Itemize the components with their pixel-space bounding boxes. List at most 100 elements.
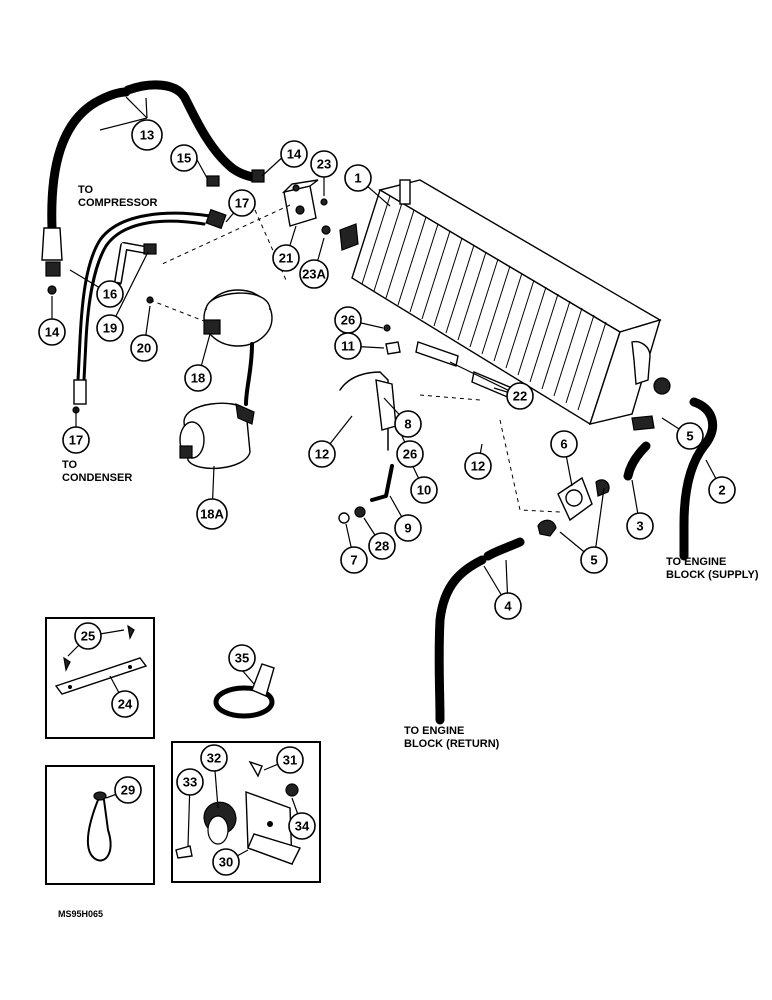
svg-text:33: 33	[183, 775, 197, 790]
to-compressor-label-2: COMPRESSOR	[78, 197, 158, 209]
callout-23a: 23A	[299, 259, 329, 289]
condenser-fitting	[73, 379, 87, 405]
callout-19: 19	[96, 314, 124, 342]
core-outlet-clamp	[653, 377, 671, 395]
svg-text:1: 1	[354, 171, 361, 186]
svg-text:16: 16	[103, 287, 117, 302]
callout-14a: 14	[280, 140, 308, 168]
oring-23a-shape	[321, 225, 331, 235]
svg-text:26: 26	[341, 313, 355, 328]
svg-text:26: 26	[403, 447, 417, 462]
core-bracket	[399, 179, 411, 205]
hose-4b	[434, 555, 487, 725]
oring-23-shape	[320, 198, 328, 206]
assembly-line-4	[499, 419, 561, 513]
callout-26a: 26	[334, 306, 362, 334]
callout-18: 18	[184, 364, 212, 392]
callout-23: 23	[310, 150, 338, 178]
svg-text:31: 31	[283, 753, 297, 768]
callout-2: 2	[708, 476, 736, 504]
assembly-line-3	[149, 299, 215, 326]
callout-26b: 26	[396, 440, 424, 468]
svg-text:3: 3	[636, 519, 643, 534]
clamp-5a-shape	[537, 519, 557, 537]
svg-text:32: 32	[207, 751, 221, 766]
clip-11-shape	[385, 341, 401, 355]
svg-text:29: 29	[121, 783, 135, 798]
svg-text:6: 6	[560, 437, 567, 452]
svg-text:18: 18	[191, 371, 205, 386]
svg-text:5: 5	[686, 429, 693, 444]
receiver-drier-18a	[179, 402, 255, 470]
callout-31: 31	[276, 746, 304, 774]
callout-16: 16	[96, 280, 124, 308]
svg-text:12: 12	[315, 447, 329, 462]
nut-7-shape	[338, 512, 350, 524]
fitting-19-nut	[143, 243, 157, 255]
callout-32: 32	[200, 744, 228, 772]
svg-text:4: 4	[504, 599, 512, 614]
callout-4: 4	[494, 592, 522, 620]
callout-14b: 14	[38, 318, 66, 346]
core-outlet-tube	[631, 340, 651, 385]
callout-35: 35	[228, 644, 256, 672]
svg-text:30: 30	[219, 855, 233, 870]
callout-6: 6	[550, 430, 578, 458]
hose-4a	[483, 537, 525, 561]
strip-22a	[415, 341, 459, 367]
callout-25: 25	[74, 622, 102, 650]
hose-16	[73, 208, 227, 405]
heater-core-1	[339, 179, 671, 426]
svg-text:14: 14	[287, 147, 302, 162]
oring-14-shape	[47, 285, 57, 295]
callout-21: 21	[272, 244, 300, 272]
callout-13: 13	[131, 119, 163, 151]
svg-text:25: 25	[81, 629, 95, 644]
svg-text:34: 34	[295, 819, 310, 834]
svg-text:2: 2	[718, 483, 725, 498]
water-valve-6	[557, 476, 610, 522]
heater-core-fins	[361, 195, 607, 411]
hose-clamp-35	[213, 663, 275, 719]
svg-text:17: 17	[235, 196, 249, 211]
receiver-drier-18	[203, 289, 273, 406]
clamp-5b-shape	[631, 415, 655, 431]
callout-29: 29	[114, 776, 142, 804]
svg-text:13: 13	[140, 128, 154, 143]
engine-supply-label-2: BLOCK (SUPPLY)	[666, 569, 759, 581]
bracket-24-part	[54, 624, 148, 705]
hose-2	[679, 397, 718, 561]
callout-11: 11	[334, 332, 362, 360]
cable-12	[339, 371, 389, 451]
callout-24: 24	[111, 690, 139, 718]
svg-text:21: 21	[279, 251, 293, 266]
screw-26a-shape	[383, 324, 391, 332]
washer-28-shape	[354, 506, 366, 518]
callout-17a: 17	[228, 189, 256, 217]
callout-9: 9	[394, 514, 422, 542]
bracket-8-shape	[375, 379, 397, 431]
svg-text:11: 11	[341, 339, 355, 354]
callout-8: 8	[394, 410, 422, 438]
callout-15: 15	[170, 144, 198, 172]
svg-text:14: 14	[45, 325, 60, 340]
to-condenser-label-1: TO	[62, 459, 78, 471]
svg-text:5: 5	[590, 553, 597, 568]
callout-18a: 18A	[196, 498, 228, 530]
callout-3: 3	[626, 512, 654, 540]
svg-text:28: 28	[375, 539, 389, 554]
fitting-14a-body	[41, 227, 63, 261]
callout-30: 30	[212, 848, 240, 876]
assembly-line-5	[419, 394, 481, 401]
to-compressor-label-1: TO	[78, 184, 94, 196]
engine-supply-label-1: TO ENGINE	[666, 556, 726, 568]
callout-22: 22	[506, 382, 534, 410]
svg-text:35: 35	[235, 651, 249, 666]
svg-text:10: 10	[417, 483, 431, 498]
engine-return-label-1: TO ENGINE	[404, 725, 464, 737]
callout-34: 34	[288, 812, 316, 840]
clamp-30-part	[175, 757, 303, 866]
svg-text:23: 23	[317, 157, 331, 172]
callout-12b: 12	[464, 452, 492, 480]
core-inlet-fittings	[339, 223, 359, 251]
